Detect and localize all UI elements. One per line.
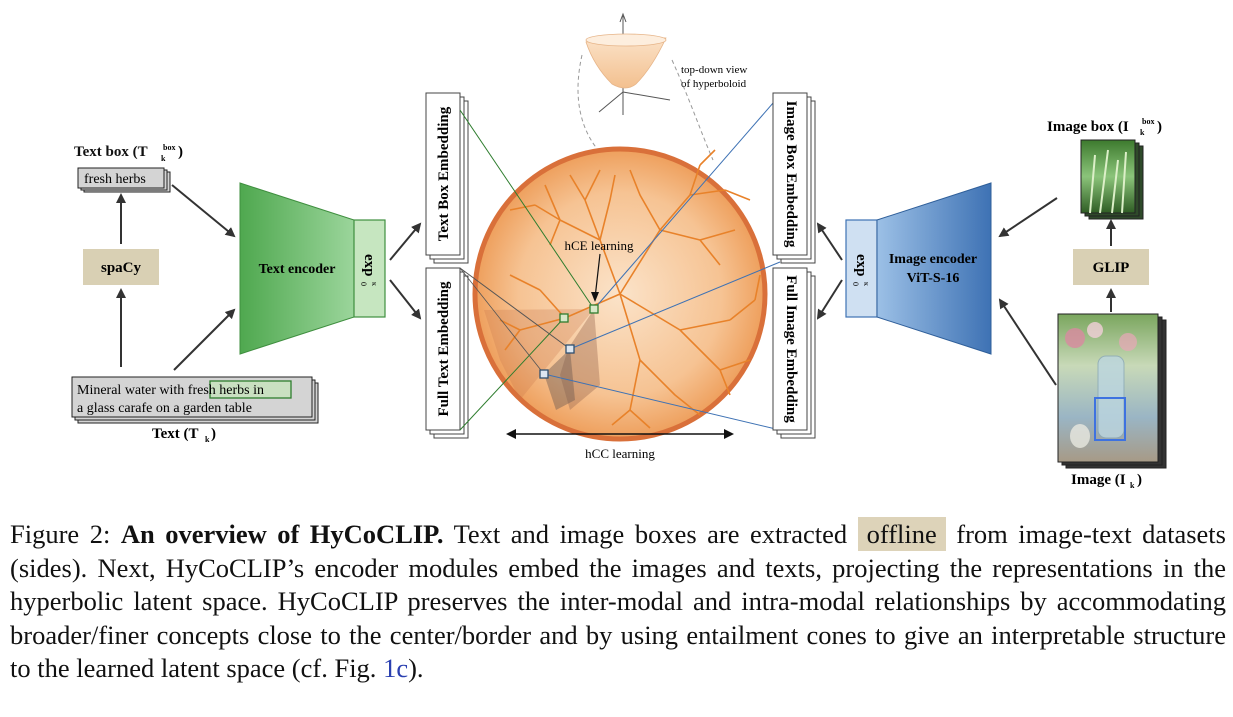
text-box-embedding: Text Box Embedding [425,92,469,264]
svg-text:k: k [205,435,210,444]
svg-text:Image (I: Image (I [1071,472,1126,488]
overview-diagram: Text box (T box k ) fresh herbs spaCy Mi… [71,12,1167,490]
top-down-label-1: top-down view [681,64,747,76]
svg-text:0: 0 [851,282,860,286]
caption-prefix: Figure 2: [10,519,121,549]
caption-suffix: ). [408,653,424,683]
svg-text:): ) [178,144,183,160]
image-box-embedding: Image Box Embedding [772,92,816,264]
full-image-embedding: Full Image Embedding [772,267,816,439]
text-encoder: Text encoder [239,182,355,355]
hyperboloid-illustration [577,12,714,161]
caption-part1: Text and image boxes are extracted [443,519,858,549]
text-input-stack: Mineral water with fresh herbs in a glas… [71,376,319,424]
svg-text:): ) [211,426,216,442]
svg-text:Full Image Embedding: Full Image Embedding [783,275,799,423]
svg-text:Image encoder: Image encoder [889,252,977,267]
figure-caption: Figure 2: An overview of HyCoCLIP. Text … [10,517,1226,686]
svg-text:k: k [1140,128,1145,137]
svg-text:): ) [1157,119,1162,135]
hcc-arrow [506,429,734,439]
top-down-label-2: of hyperboloid [681,78,747,90]
svg-text:GLIP: GLIP [1093,260,1130,276]
svg-text:Text encoder: Text encoder [259,262,336,277]
svg-text:k: k [161,154,166,163]
figure-ref-link[interactable]: 1c [383,653,409,683]
svg-text:a glass carafe on a garden tab: a glass carafe on a garden table [77,401,252,416]
text-box-label: Text box (T box k ) [74,143,183,163]
image-box-photo [1080,139,1144,220]
svg-text:box: box [1142,117,1154,126]
svg-text:Full Text Embedding: Full Text Embedding [436,281,452,417]
svg-text:ViT-S-16: ViT-S-16 [907,271,960,286]
poincare-disk [459,94,781,442]
svg-text:): ) [1137,472,1142,488]
svg-text:k: k [1130,481,1135,490]
svg-text:Text (T: Text (T [152,426,199,442]
svg-text:box: box [163,143,175,152]
svg-text:Text box (T: Text box (T [74,144,148,160]
glip-box: GLIP [1073,249,1149,285]
svg-text:κ: κ [370,282,379,286]
svg-text:Image Box Embedding: Image Box Embedding [783,101,799,248]
text-box-word: fresh herbs [84,172,146,187]
svg-text:κ: κ [862,282,871,286]
svg-text:spaCy: spaCy [101,260,142,276]
caption-title: An overview of HyCoCLIP. [120,519,444,549]
exp-map-block-image: exp 0 κ [845,219,878,318]
svg-text:Mineral water with fresh herbs: Mineral water with fresh herbs in [77,383,264,398]
svg-text:Text Box Embedding: Text Box Embedding [436,106,452,241]
highlight-fresh-herbs [209,380,292,399]
image-encoder: Image encoder ViT-S-16 [876,182,992,355]
text-label: Text (T k ) [152,426,216,444]
image-box-label: Image box (I box k ) [1047,117,1162,137]
full-text-embedding: Full Text Embedding [425,267,469,439]
caption-highlight: offline [857,517,946,551]
exp-map-block-text: exp 0 κ [353,219,386,318]
hcc-learning-label: hCC learning [585,446,655,461]
hce-learning-label: hCE learning [565,238,634,253]
caption-part2: from image-text datasets (sides). Next, … [10,519,1226,683]
svg-text:exp: exp [853,254,869,277]
svg-text:exp: exp [361,254,377,277]
spacy-box: spaCy [83,249,159,285]
text-box-stack: fresh herbs [77,167,171,193]
image-label: Image (I k ) [1071,472,1142,490]
image-photo [1057,313,1167,469]
svg-text:0: 0 [359,282,368,286]
svg-text:Image box (I: Image box (I [1047,119,1129,135]
